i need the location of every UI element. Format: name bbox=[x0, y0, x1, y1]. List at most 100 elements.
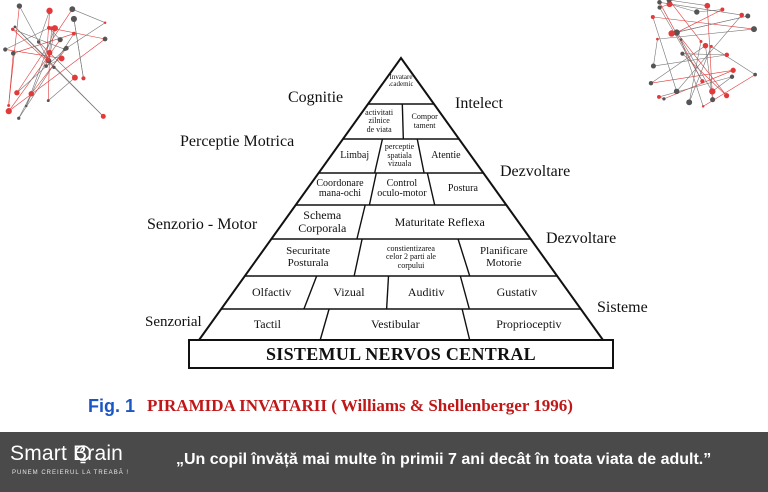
network-node bbox=[17, 116, 21, 120]
network-node bbox=[739, 12, 745, 18]
network-link bbox=[682, 53, 727, 56]
network-link bbox=[8, 53, 14, 106]
pyramid-cell-divider bbox=[373, 138, 384, 174]
pyramid-cell: Schema Corporala bbox=[298, 208, 347, 235]
network-link bbox=[653, 54, 727, 67]
figure-title: PIRAMIDA INVATARII ( Williams & Shellenb… bbox=[147, 396, 573, 415]
network-node bbox=[694, 9, 700, 15]
learning-pyramid bbox=[188, 56, 614, 369]
network-node bbox=[679, 38, 683, 41]
network-node bbox=[7, 104, 11, 107]
pyramid-cell: Planificare Motorie bbox=[480, 244, 528, 269]
pyramid-cell-divider bbox=[457, 238, 471, 277]
network-link bbox=[711, 46, 756, 75]
network-node bbox=[100, 113, 106, 119]
pyramid-cell: Postura bbox=[447, 182, 478, 194]
footer-quote: „Un copil învăță mai multe în primii 7 a… bbox=[176, 451, 712, 468]
network-node bbox=[699, 39, 703, 44]
network-node bbox=[702, 42, 709, 49]
network-link bbox=[8, 5, 20, 106]
network-link bbox=[668, 0, 702, 42]
network-node bbox=[753, 72, 757, 77]
pyramid-cell: Invatare Academica bbox=[389, 72, 414, 88]
brain-bulb-icon bbox=[75, 445, 91, 464]
figure-number: Fig. 1 bbox=[88, 395, 136, 416]
network-link bbox=[72, 8, 106, 23]
brand-name: Smart Brain bbox=[10, 442, 124, 465]
network-node bbox=[46, 49, 53, 56]
pyramid-cell: Atentie bbox=[431, 149, 461, 161]
network-node bbox=[701, 105, 705, 108]
network-link bbox=[653, 39, 658, 67]
network-link bbox=[650, 70, 734, 84]
pyramid-cell: Coordonare mana-ochi bbox=[316, 177, 364, 199]
network-node bbox=[25, 104, 28, 108]
network-node bbox=[666, 1, 673, 8]
network-link bbox=[669, 0, 708, 7]
figure-caption: Fig. 1 PIRAMIDA INVATARII ( Williams & S… bbox=[88, 393, 573, 419]
network-node bbox=[720, 7, 725, 12]
network-node bbox=[709, 88, 716, 95]
network-decoration bbox=[3, 0, 757, 120]
network-node bbox=[49, 26, 54, 31]
network-link bbox=[650, 45, 706, 84]
brand-logo: Smart Brain PUNEM CREIERUL LA TREABĂ ! bbox=[10, 442, 160, 482]
network-link bbox=[64, 22, 106, 50]
label-intelect: Intelect bbox=[455, 95, 503, 112]
pyramid-cell-divider bbox=[416, 138, 425, 174]
network-link bbox=[659, 7, 703, 82]
network-link bbox=[73, 18, 84, 79]
network-node bbox=[71, 31, 76, 36]
label-dezvoltare-2: Dezvoltare bbox=[546, 230, 617, 247]
network-link bbox=[652, 16, 677, 92]
pyramid-cell: perceptie spatiala vizuala bbox=[384, 142, 415, 169]
pyramid-cell-divider bbox=[385, 275, 390, 310]
network-node bbox=[686, 99, 693, 106]
network-link bbox=[5, 49, 62, 59]
pyramid-cell-divider bbox=[426, 172, 436, 206]
network-node bbox=[52, 65, 56, 70]
network-link bbox=[680, 39, 704, 107]
pyramid-cell: Maturitate Reflexa bbox=[394, 214, 485, 229]
network-node bbox=[729, 74, 735, 79]
network-node bbox=[14, 90, 20, 96]
network-node bbox=[657, 0, 662, 5]
network-node bbox=[10, 50, 16, 56]
network-link bbox=[48, 77, 76, 101]
network-node bbox=[28, 91, 35, 97]
network-link bbox=[657, 28, 754, 40]
pyramid-cell: Vizual bbox=[333, 285, 365, 300]
network-link bbox=[659, 2, 742, 16]
pyramid-cell-divider bbox=[461, 308, 471, 341]
brand-slogan: PUNEM CREIERUL LA TREABĂ ! bbox=[12, 470, 130, 476]
network-node bbox=[3, 47, 8, 52]
network-link bbox=[38, 10, 50, 43]
network-link bbox=[38, 41, 76, 78]
pyramid-cell-divider bbox=[353, 238, 363, 277]
network-node bbox=[11, 27, 15, 31]
network-link bbox=[14, 26, 104, 117]
label-cognitie: Cognitie bbox=[288, 89, 344, 106]
network-node bbox=[46, 57, 51, 62]
network-link bbox=[14, 26, 49, 60]
network-node bbox=[103, 21, 107, 24]
label-senzorio-motor: Senzorio - Motor bbox=[147, 216, 258, 233]
network-node bbox=[650, 14, 655, 20]
label-sisteme: Sisteme bbox=[597, 299, 648, 316]
network-node bbox=[666, 0, 672, 3]
network-node bbox=[648, 80, 654, 86]
pyramid-base-box bbox=[188, 339, 614, 369]
network-node bbox=[710, 97, 716, 103]
network-node bbox=[673, 29, 680, 36]
network-node bbox=[36, 40, 41, 44]
network-node bbox=[46, 7, 53, 15]
pyramid-cell-divider bbox=[303, 275, 318, 310]
pyramid-cell: activitati zilnice de viata bbox=[365, 107, 394, 134]
network-link bbox=[680, 39, 713, 92]
network-link bbox=[12, 28, 65, 50]
label-senzorial: Senzorial bbox=[145, 314, 202, 330]
network-node bbox=[58, 55, 65, 62]
network-node bbox=[102, 36, 108, 42]
pyramid-cell: Securitate Posturala bbox=[286, 244, 331, 269]
